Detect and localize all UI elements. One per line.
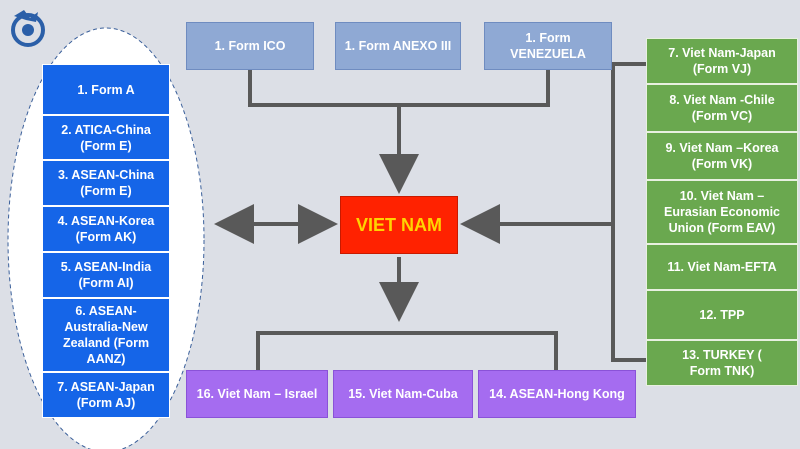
- left-form-a: 1. Form A: [42, 64, 170, 115]
- right-form-vj: 7. Viet Nam-Japan (Form VJ): [646, 38, 798, 84]
- right-form-vc: 8. Viet Nam -Chile (Form VC): [646, 84, 798, 132]
- bottom-form-cuba: 15. Viet Nam-Cuba: [333, 370, 473, 418]
- right-form-eav: 10. Viet Nam – Eurasian Economic Union (…: [646, 180, 798, 244]
- right-form-tnk: 13. TURKEY ( Form TNK): [646, 340, 798, 386]
- dragon-logo-icon: [11, 10, 45, 47]
- left-form-asean-india: 5. ASEAN-India (Form AI): [42, 252, 170, 298]
- form-venezuela: 1. Form VENEZUELA: [484, 22, 612, 70]
- form-anexo-iii: 1. Form ANEXO III: [335, 22, 461, 70]
- bottom-form-hong-kong: 14. ASEAN-Hong Kong: [478, 370, 636, 418]
- bottom-form-israel: 16. Viet Nam – Israel: [186, 370, 328, 418]
- left-form-asean-korea: 4. ASEAN-Korea (Form AK): [42, 206, 170, 252]
- form-ico: 1. Form ICO: [186, 22, 314, 70]
- left-form-atica-china: 2. ATICA-China (Form E): [42, 115, 170, 160]
- right-form-efta: 11. Viet Nam-EFTA: [646, 244, 798, 290]
- left-form-asean-japan: 7. ASEAN-Japan (Form AJ): [42, 372, 170, 418]
- viet-nam-center: VIET NAM: [340, 196, 458, 254]
- right-form-vk: 9. Viet Nam –Korea (Form VK): [646, 132, 798, 180]
- right-form-tpp: 12. TPP: [646, 290, 798, 340]
- left-form-asean-australia-nz: 6. ASEAN-Australia-New Zealand (Form AAN…: [42, 298, 170, 372]
- left-form-asean-china: 3. ASEAN-China (Form E): [42, 160, 170, 206]
